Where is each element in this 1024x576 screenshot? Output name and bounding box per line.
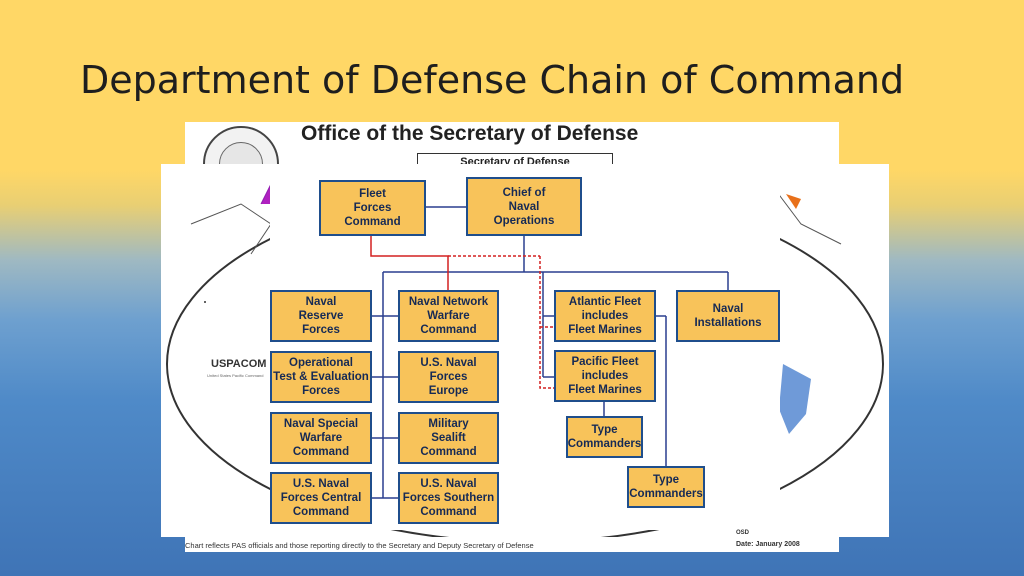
node-us-naval-forces-europe: U.S. Naval Forces Europe	[398, 351, 499, 403]
uspacom-sublabel: United States Pacific Command	[207, 373, 264, 378]
node-chief-of-naval-operations: Chief of Naval Operations	[466, 177, 582, 236]
node-pacific-fleet: Pacific Fleet includes Fleet Marines	[554, 350, 656, 402]
map-australia-icon	[779, 364, 811, 434]
node-fleet-forces-command: Fleet Forces Command	[319, 180, 426, 236]
node-naval-reserve-forces: Naval Reserve Forces	[270, 290, 372, 342]
osd-footer-note: Chart reflects PAS officials and those r…	[185, 541, 534, 550]
node-type-commanders-pacific: Type Commanders	[566, 416, 643, 458]
node-atlantic-fleet: Atlantic Fleet includes Fleet Marines	[554, 290, 656, 342]
node-operational-test-evaluation-forces: Operational Test & Evaluation Forces	[270, 351, 372, 403]
node-us-naval-forces-central-command: U.S. Naval Forces Central Command	[270, 472, 372, 524]
node-naval-installations: Naval Installations	[676, 290, 780, 342]
osd-footer-date: Date: January 2008	[736, 541, 800, 548]
osd-secdef-box: Secretary of Defense	[417, 153, 613, 167]
node-type-commanders-atlantic: Type Commanders	[627, 466, 705, 508]
node-naval-special-warfare-command: Naval Special Warfare Command	[270, 412, 372, 464]
node-naval-network-warfare-command: Naval Network Warfare Command	[398, 290, 499, 342]
osd-title: Office of the Secretary of Defense	[301, 122, 639, 145]
node-us-naval-forces-southern-command: U.S. Naval Forces Southern Command	[398, 472, 499, 524]
node-military-sealift-command: Military Sealift Command	[398, 412, 499, 464]
slide-title: Department of Defense Chain of Command	[80, 58, 905, 102]
map-region-orange-icon	[786, 194, 801, 209]
uspacom-label: USPACOM	[211, 358, 267, 370]
osd-footer-label: OSD	[736, 530, 750, 536]
